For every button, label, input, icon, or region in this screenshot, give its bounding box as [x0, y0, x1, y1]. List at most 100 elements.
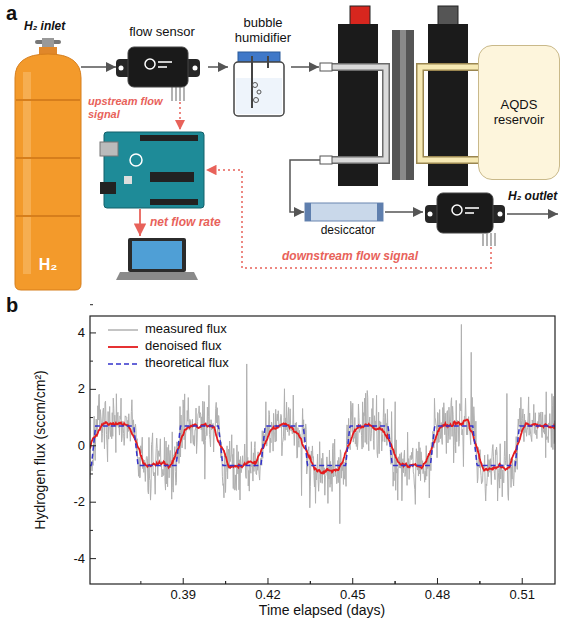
tick-label: 0.48: [425, 588, 450, 603]
tick-label: 0.39: [171, 588, 196, 603]
axis-ticks-part: [310, 581, 311, 584]
flow-sensor-outline-part-part: [128, 47, 188, 87]
gas-cylinder-outline-part-part: [16, 215, 80, 217]
desiccator-tube-outline-part-part: [377, 203, 383, 221]
annotation-label: net flow rate: [150, 216, 221, 230]
bubble-humidifier-outline-part: [234, 52, 284, 116]
gas-cylinder-outline-part-part: [23, 72, 31, 274]
bubble-humidifier-outline-part-part: [257, 90, 261, 94]
sensor-pins-part: [179, 87, 181, 101]
desiccator-tube-outline-part-part: [305, 203, 311, 221]
annotation-label: a: [6, 2, 17, 25]
signal-line-part: [206, 170, 491, 268]
axis-ticks-part: [90, 304, 93, 305]
arduino-board-part: [150, 199, 198, 205]
theoretical-line: [90, 426, 555, 465]
signal-line: [140, 102, 491, 268]
flow-sensor-symbol-part: [428, 212, 433, 217]
flow-sensor-outline-part: [116, 47, 200, 87]
reservoir-box: AQDS reservoir: [478, 45, 560, 180]
axis-ticks-part: [183, 578, 184, 584]
axis-ticks-part: [90, 389, 96, 390]
fuel-cell-part: [420, 67, 478, 160]
axis-ticks: [90, 305, 522, 584]
axis-ticks-part: [140, 581, 141, 584]
flow-sensor-outline-part-part: [145, 59, 155, 69]
laptop-part: [132, 241, 182, 269]
bubble-humidifier-outline-part-part: [254, 98, 259, 103]
fuel-cell-part: [400, 30, 406, 180]
flux-chart-part: [90, 316, 555, 584]
node-label: bubble humidifier: [228, 16, 298, 46]
bubble-humidifier: bubble humidifier: [228, 16, 298, 118]
legend-label: denoised flux: [143, 339, 224, 354]
legend-sample: [108, 363, 138, 365]
bubble-humidifier-outline-part-part: [234, 62, 284, 116]
flow-arrow: [81, 66, 116, 68]
flow-arrow: [208, 66, 228, 68]
axis-ticks-part: [479, 581, 480, 584]
tick-label: 0.42: [255, 588, 280, 603]
laptop: [116, 238, 198, 280]
tick-label: 0.51: [510, 588, 535, 603]
desiccator-tube: desiccator: [305, 203, 391, 242]
axis-ticks-part: [90, 530, 93, 531]
gas-cylinder-outline-part-part: [42, 38, 54, 48]
axis-title: Hydrogen flux (sccm/cm²): [32, 370, 48, 529]
measured-line: [90, 324, 555, 523]
sensor-pins-part: [494, 233, 496, 246]
flow-sensor-symbol-part: [465, 207, 479, 209]
signal-line-part: [179, 102, 181, 130]
flow-sensor-outline-part-part: [119, 66, 124, 71]
gas-cylinder: H₂: [15, 38, 81, 290]
sensor-pins-part: [175, 87, 177, 101]
axis-ticks-part: [310, 581, 311, 584]
axis-ticks-part: [395, 581, 396, 584]
annotation-label: H₂ outlet: [508, 190, 557, 204]
tick-label: 4: [78, 325, 85, 340]
gas-cylinder-outline-part-part: [16, 99, 80, 101]
gas-line-part: [291, 66, 319, 68]
gas-cylinder-outline-part-part: [15, 54, 81, 290]
laptop-part: [128, 238, 186, 272]
legend-sample: [108, 346, 138, 348]
arduino-board-part: [100, 142, 118, 156]
axis-ticks-part: [352, 578, 353, 584]
arduino-board-part: [104, 132, 204, 208]
gas-cylinder-outline-part: [15, 38, 81, 290]
annotation-label: downstream flow signal: [282, 250, 418, 264]
flow-sensor-outline-part-part: [193, 66, 198, 71]
bubble-humidifier-outline-part-part: [253, 83, 258, 88]
fuel-cell-part: [326, 67, 386, 160]
legend-label: measured flux: [143, 322, 229, 337]
desiccator-tube-outline-part-part: [305, 203, 383, 221]
bubble-humidifier-outline-part-part: [251, 56, 253, 108]
flow-sensor-symbol: [425, 193, 505, 233]
node-label: H₂: [39, 256, 58, 274]
legend-sample: [108, 329, 138, 331]
sensor-pins-part: [183, 87, 185, 101]
sensor-pins-part: [490, 233, 492, 246]
flow-sensor-symbol-part: [452, 205, 462, 215]
gas-cylinder-outline-part-part: [16, 157, 80, 159]
axis-ticks-part: [225, 581, 226, 584]
node-label: desiccator: [305, 224, 391, 238]
node-label: flow sensor: [116, 25, 208, 40]
data-series: [90, 324, 555, 523]
gas-cylinder-outline: [15, 38, 81, 290]
axis-ticks-part: [395, 581, 396, 584]
fuel-cell: [320, 6, 478, 186]
desiccator-tube-outline-part: [305, 203, 383, 221]
legend-sample: [108, 330, 138, 364]
axis-ticks-part: [437, 578, 438, 584]
axis-ticks-part: [90, 558, 96, 559]
axis-ticks-part: [522, 578, 523, 584]
arduino-board-part: [124, 176, 132, 184]
signal-line-part: [139, 209, 141, 236]
flux-chart: [90, 305, 555, 584]
legend-label: theoretical flux: [143, 356, 231, 371]
tick-label: 2: [78, 382, 85, 397]
fuel-cell-part: [320, 63, 332, 71]
annotation-label: H₂ inlet: [24, 20, 65, 34]
